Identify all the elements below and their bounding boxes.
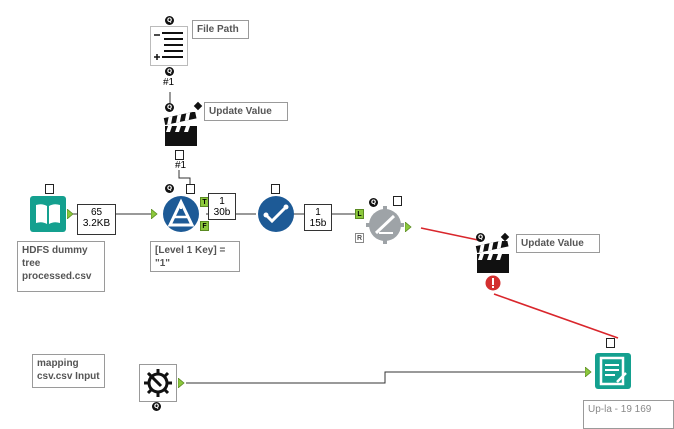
anchor-badge-icon[interactable]: Q — [369, 198, 378, 207]
gear-disabled-icon — [366, 206, 404, 244]
file-path-label: File Path — [192, 20, 249, 39]
data-size: 30b — [213, 207, 231, 218]
check-tool[interactable] — [257, 195, 295, 233]
left-anchor[interactable]: L — [355, 209, 364, 219]
false-anchor[interactable]: F — [200, 221, 209, 231]
record-count: 1 — [219, 196, 225, 207]
connection-line[interactable] — [186, 371, 586, 384]
filter-icon — [163, 196, 199, 232]
event-bolt-icon[interactable] — [186, 184, 195, 194]
file-path-anchor-num: #1 — [163, 77, 175, 88]
output-label: Up-la - 19 169 — [583, 400, 674, 429]
error-icon[interactable] — [485, 275, 501, 291]
hdfs-input-tool[interactable] — [30, 196, 66, 232]
input-anchor-icon[interactable] — [585, 367, 593, 377]
anchor-badge-icon[interactable]: Q — [152, 402, 161, 411]
output-document-icon — [595, 353, 631, 389]
book-icon — [30, 196, 66, 232]
anchor-badge-icon[interactable]: Q — [476, 233, 485, 242]
data-size: 15b — [309, 218, 327, 229]
output-anchor-icon[interactable] — [405, 222, 413, 232]
anchor-badge-icon[interactable]: Q — [165, 16, 174, 25]
update-value-tool-2[interactable] — [475, 239, 511, 275]
record-count-box: 1 30b — [208, 193, 236, 220]
record-count: 1 — [315, 207, 321, 218]
diamond-anchor-icon[interactable] — [500, 232, 510, 242]
anchor-badge-icon[interactable]: Q — [165, 184, 174, 193]
clapperboard-icon — [475, 239, 509, 273]
update-value-1-anchor-num: #1 — [175, 160, 187, 171]
filter-label: [Level 1 Key] = "1" — [150, 241, 240, 272]
data-size: 3.2KB — [82, 218, 111, 229]
right-anchor[interactable]: R — [355, 233, 364, 243]
update-value-2-label: Update Value — [516, 234, 600, 253]
event-bolt-icon[interactable] — [271, 184, 280, 194]
output-anchor-icon[interactable] — [178, 378, 186, 388]
connection-line[interactable] — [178, 170, 191, 188]
connection-line-error[interactable] — [420, 227, 479, 241]
event-bolt-icon[interactable] — [606, 338, 615, 348]
text-input-icon — [150, 26, 188, 66]
mapping-input-tool[interactable] — [139, 364, 177, 402]
check-circle-icon — [258, 196, 294, 232]
gear-input-icon — [139, 364, 177, 402]
record-count-box: 1 15b — [304, 204, 332, 231]
input-anchor-icon[interactable] — [151, 209, 159, 219]
output-tool[interactable] — [595, 353, 631, 389]
record-count: 65 — [90, 207, 103, 218]
anchor-badge-icon[interactable]: Q — [165, 67, 174, 76]
event-bolt-icon[interactable] — [393, 196, 402, 206]
output-anchor-icon[interactable] — [67, 209, 75, 219]
filter-tool[interactable] — [162, 195, 200, 233]
diamond-anchor-icon[interactable] — [193, 101, 203, 111]
update-value-1-label: Update Value — [204, 102, 288, 121]
clapperboard-icon — [163, 111, 197, 146]
event-bolt-icon[interactable] — [45, 184, 54, 194]
join-tool[interactable] — [366, 206, 404, 244]
anchor-badge-icon[interactable]: Q — [165, 103, 174, 112]
record-count-box: 65 3.2KB — [77, 204, 116, 235]
update-value-tool-1[interactable] — [163, 111, 199, 148]
connection-line-error[interactable] — [493, 293, 619, 339]
file-path-tool[interactable] — [150, 26, 188, 66]
event-bolt-icon[interactable] — [175, 150, 184, 160]
mapping-input-label: mapping csv.csv Input — [32, 354, 105, 388]
hdfs-input-label: HDFS dummy tree processed.csv — [17, 241, 105, 292]
